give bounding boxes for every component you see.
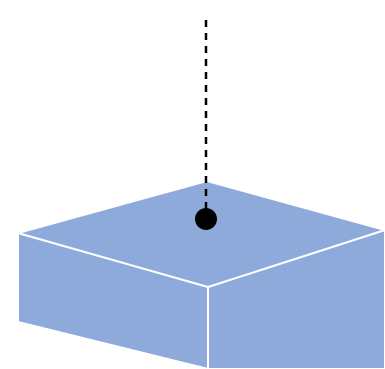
contact-point: [195, 208, 217, 230]
box-top-face: [14, 179, 385, 289]
3d-box: [14, 179, 385, 369]
